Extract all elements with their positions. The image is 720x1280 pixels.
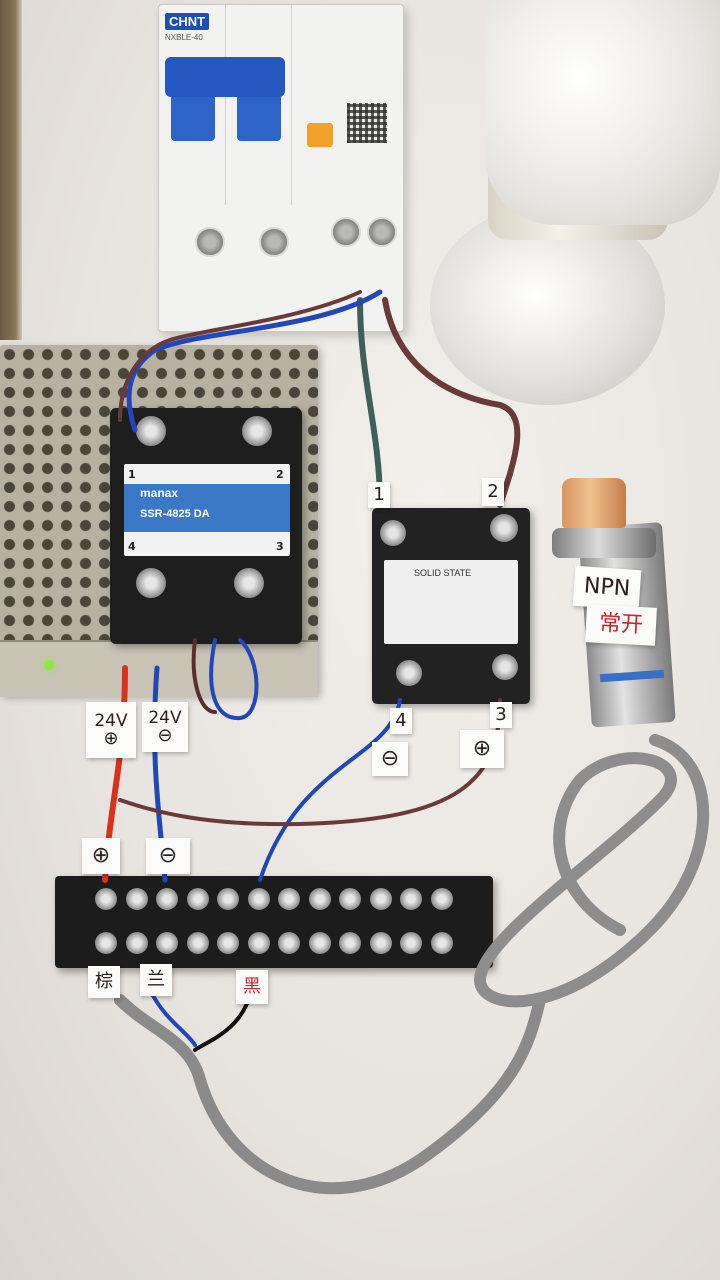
breaker-screw-3 (331, 217, 361, 247)
breaker-brand: CHNT (165, 13, 210, 30)
tag-sensor-mode: 常开 (585, 604, 657, 646)
tag-block-minus: ⊖ (146, 838, 190, 874)
terminal-screw (247, 888, 270, 910)
terminal-screw (186, 888, 209, 910)
wire-brown-breaker-to-lamp (382, 297, 521, 508)
ssr-left-label: manax SSR-4825 DA 1 2 3 4 (124, 464, 290, 556)
power-led-indicator (44, 660, 54, 670)
terminal-screw (369, 932, 392, 954)
ssr-left-pin-4: 4 (128, 540, 136, 553)
ssr-left-brand: manax (140, 486, 179, 500)
breaker-tie-bar (165, 57, 285, 97)
breaker-screw-4 (367, 217, 397, 247)
sensor-cable-coil (473, 734, 710, 1008)
ssr-right-screw-2 (490, 514, 518, 542)
terminal-screw (369, 888, 392, 910)
terminal-block (55, 876, 493, 968)
breaker-screw-1 (195, 227, 225, 257)
terminal-screw (278, 888, 300, 910)
tag-relay-pin3: 3 (490, 702, 512, 728)
ssr-right-label: SOLID STATE (384, 560, 518, 644)
terminal-screw (125, 888, 148, 910)
tag-psu-minus: 24V ⊖ (142, 702, 188, 752)
terminal-screw (156, 932, 178, 954)
breaker-qr-code (347, 103, 387, 143)
ssr-left-screw-3 (136, 568, 166, 598)
terminal-screw (95, 932, 117, 954)
terminal-screw (186, 932, 209, 954)
terminal-screw (339, 888, 361, 910)
terminal-screw (247, 932, 270, 954)
ssr-left-screw-4 (234, 568, 264, 598)
tag-psu-minus-voltage: 24V (148, 707, 182, 728)
solid-state-relay-right: SOLID STATE (372, 508, 530, 704)
sensor-wire-black (193, 993, 252, 1052)
ssr-right-brand: SOLID STATE (414, 568, 472, 578)
ssr-left-screw-2 (242, 416, 272, 446)
terminal-screw (217, 888, 239, 910)
tag-relay-minus: ⊖ (372, 742, 408, 776)
wire-teal-breaker-to-relay (357, 297, 383, 508)
proximity-sensor-nut (552, 528, 656, 558)
terminal-screw (217, 932, 239, 954)
ssr-left-screw-1 (136, 416, 166, 446)
ssr-left-pin-1: 1 (128, 468, 136, 481)
tag-relay-pin4: 4 (390, 708, 412, 734)
ssr-left-label-band (124, 484, 290, 532)
proximity-sensor-head (562, 478, 626, 528)
ssr-left-model: SSR-4825 DA (140, 508, 210, 520)
terminal-screw (278, 932, 300, 954)
tag-psu-plus: 24V ⊕ (86, 702, 136, 758)
tag-sensor-type: NPN (572, 565, 642, 611)
tag-relay-plus: ⊕ (460, 730, 504, 768)
terminal-screw (430, 888, 453, 910)
tag-psu-plus-voltage: 24V (94, 710, 128, 731)
wire-blue-relay-minus (258, 698, 402, 882)
sensor-wire-blue (148, 988, 197, 1047)
wire-brown-loop (191, 638, 217, 714)
terminal-screw (400, 888, 422, 910)
tag-wire-black: 黑 (236, 970, 268, 1004)
tag-wire-brown: 棕 (88, 966, 120, 998)
tag-psu-plus-sign: ⊕ (103, 727, 119, 749)
terminal-screw (156, 888, 178, 910)
tag-relay-pin1: 1 (368, 482, 390, 508)
ssr-right-screw-1 (380, 520, 406, 546)
circuit-breaker: CHNT NXBLE-40 (158, 4, 404, 332)
breaker-model: NXBLE-40 (165, 33, 203, 42)
sensor-cable (114, 994, 546, 1195)
wire-brown-breaker-to-ssr (118, 290, 362, 422)
tag-psu-minus-sign: ⊖ (157, 724, 173, 746)
tag-relay-pin2: 2 (482, 478, 504, 506)
breaker-screw-2 (259, 227, 289, 257)
tag-wire-blue: 兰 (140, 964, 172, 996)
terminal-screw (95, 888, 117, 910)
ssr-right-screw-4 (492, 654, 518, 680)
solid-state-relay-left: manax SSR-4825 DA 1 2 3 4 (110, 408, 302, 644)
ssr-left-pin-2: 2 (276, 468, 284, 481)
terminal-screw (400, 932, 422, 954)
breaker-test-button (307, 123, 333, 147)
wire-blue-loop (209, 638, 259, 721)
tag-block-plus: ⊕ (82, 838, 120, 874)
terminal-screw (308, 932, 331, 954)
wooden-edge (0, 0, 22, 340)
terminal-screw (430, 932, 453, 954)
terminal-screw (125, 932, 148, 954)
ssr-left-pin-3: 3 (276, 540, 284, 553)
ssr-right-screw-3 (396, 660, 422, 686)
wire-blue-breaker-to-ssr (126, 289, 383, 433)
light-bulb (485, 0, 720, 225)
terminal-screw (308, 888, 331, 910)
terminal-screw (339, 932, 361, 954)
